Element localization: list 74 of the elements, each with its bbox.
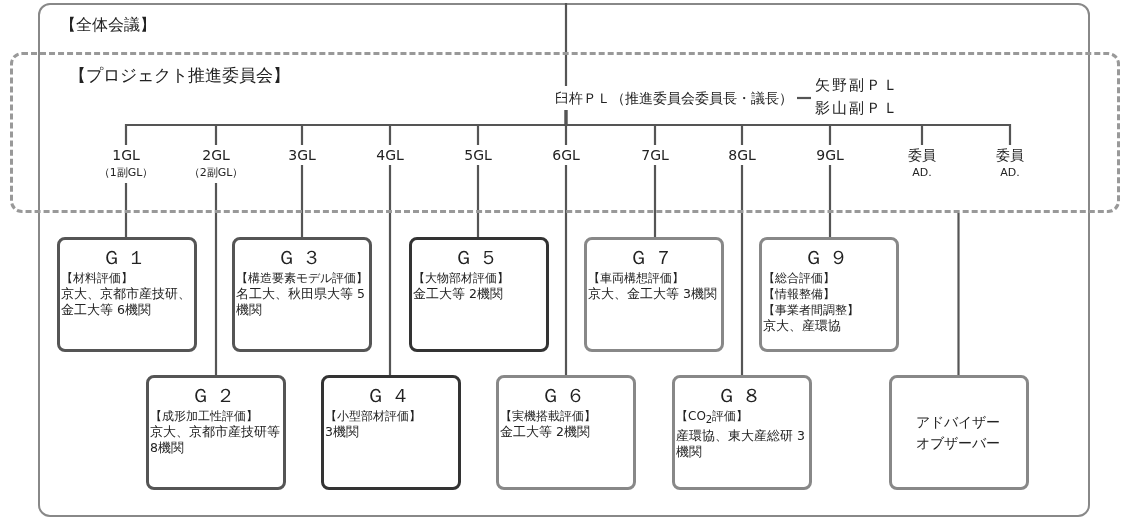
member-list: 京大、産環協 [763, 318, 895, 334]
connector-line [653, 165, 657, 237]
group-role: 【大物部材評価】 [413, 270, 510, 286]
connector-line [214, 183, 218, 375]
chair-label: 臼杵ＰＬ（推進委員会委員長・議長） [554, 89, 793, 108]
connector-line [564, 3, 568, 86]
connector-line [740, 165, 744, 375]
connector-line [388, 165, 392, 375]
advisor-label: アドバイザーオブザーバー [916, 412, 1001, 453]
leader-label: 1GL [112, 146, 140, 165]
committee-title: 【プロジェクト推進委員会】 [69, 64, 290, 87]
leader-label: 5GL [464, 146, 492, 165]
group-box [232, 237, 372, 352]
group-role: 【小型部材評価】 [325, 408, 422, 424]
connector-line [300, 165, 304, 237]
group-box [496, 375, 636, 490]
sub-label: AD. [912, 165, 932, 181]
member-list: 名工大、秋田県大等 5機関 [236, 286, 368, 318]
group-box [57, 237, 197, 352]
deputy-name: 矢野副ＰＬ [815, 75, 901, 96]
leader-label: 9GL [816, 146, 844, 165]
member-list: 京大、京都市産技研、金工大等 6機関 [61, 286, 193, 318]
group-box [759, 237, 899, 352]
connector-line [828, 165, 832, 237]
leader-label: 3GL [288, 146, 316, 165]
group-box [146, 375, 286, 490]
group-title: Ｇ６ [540, 383, 592, 408]
group-title: Ｇ９ [803, 245, 855, 270]
member-list: 3機関 [325, 424, 457, 440]
connector-line [564, 110, 1012, 145]
group-box [409, 237, 549, 352]
group-role: 【車両構想評価】 [588, 270, 685, 286]
group-box [584, 237, 724, 352]
group-role: 【CO$_{2}$評価】 [676, 408, 750, 428]
group-box [889, 375, 1029, 490]
group-role: 【構造要素モデル評価】 [236, 270, 368, 286]
group-title: Ｇ８ [716, 383, 768, 408]
deputy-name: 影山副ＰＬ [815, 98, 901, 119]
leader-label: 6GL [552, 146, 580, 165]
group-title: Ｇ７ [628, 245, 680, 270]
sub-label: （1副GL） [98, 165, 154, 181]
group-role: 【材料評価】 [61, 270, 134, 286]
sub-label: （2副GL） [188, 165, 244, 181]
group-title: Ｇ３ [276, 245, 328, 270]
connector-line [476, 165, 480, 237]
member-list: 京大、京都市産技研等 8機関 [150, 424, 282, 456]
group-title: Ｇ５ [453, 245, 505, 270]
group-title: Ｇ１ [101, 245, 153, 270]
frame-title: 【全体会議】 [60, 15, 156, 36]
leader-label: 委員 [908, 146, 936, 165]
connector-line [564, 165, 568, 375]
connector-line [124, 183, 128, 237]
connector-line [957, 213, 960, 375]
leader-label: 2GL [202, 146, 230, 165]
group-role: 【情報整備】 [763, 286, 836, 302]
member-list: 金工大等 2機関 [500, 424, 632, 440]
group-role: 【総合評価】 [763, 270, 836, 286]
sub-label: AD. [1000, 165, 1020, 181]
group-title: Ｇ４ [365, 383, 417, 408]
plenary-frame [38, 3, 1090, 517]
member-list: 京大、金工大等 3機関 [588, 286, 720, 302]
leader-label: 7GL [641, 146, 669, 165]
group-box [321, 375, 461, 490]
connector-line [797, 96, 811, 100]
group-role: 【実機搭載評価】 [500, 408, 597, 424]
group-role: 【事業者間調整】 [763, 302, 860, 318]
group-role: 【成形加工性評価】 [150, 408, 259, 424]
group-box [672, 375, 812, 490]
member-list: 産環協、東大産総研 3機関 [676, 428, 808, 461]
leader-label: 4GL [376, 146, 404, 165]
group-title: Ｇ２ [190, 383, 242, 408]
leader-label: 委員 [996, 146, 1024, 165]
member-list: 金工大等 2機関 [413, 286, 545, 302]
leader-label: 8GL [728, 146, 756, 165]
